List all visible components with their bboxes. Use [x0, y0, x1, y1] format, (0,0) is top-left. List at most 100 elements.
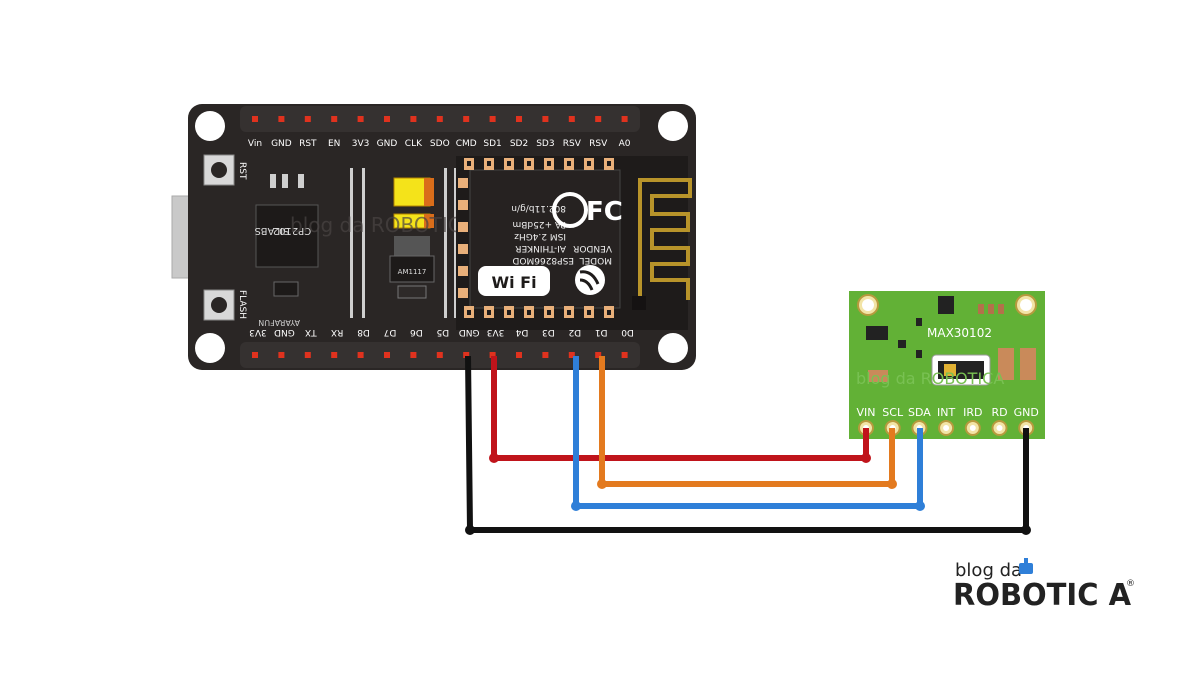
- esp-wifi-std: 802.11b/g/n: [511, 203, 566, 213]
- sensor-cap: [1020, 348, 1036, 380]
- mount-hole-br: [658, 333, 688, 363]
- regulator-tab: [394, 236, 430, 256]
- regulator-label: AM1117: [398, 268, 427, 276]
- sensor-ic: [938, 296, 954, 314]
- top-pin-label: 3V3: [352, 139, 370, 149]
- bottom-pin: [621, 352, 628, 358]
- esp-pad-hole: [467, 161, 471, 166]
- esp-pad-hole: [467, 310, 471, 315]
- esp-pads-left: [458, 178, 468, 298]
- esp-pads-top: [464, 158, 614, 170]
- bottom-pin-label: TX: [305, 327, 318, 337]
- esp-pad: [458, 178, 468, 188]
- bottom-pin: [516, 352, 522, 358]
- top-pin-label: EN: [328, 139, 340, 149]
- led: [632, 296, 646, 310]
- mount-hole-tl: [195, 111, 225, 141]
- esp-pad-hole: [527, 310, 531, 315]
- logo-line2: ROBOTIC A: [953, 578, 1132, 613]
- sensor-smd: [988, 304, 994, 314]
- fcc-logo: FC: [552, 192, 623, 228]
- sensor-smd: [866, 326, 888, 340]
- board-watermark: blog da ROBOTICA: [290, 213, 476, 237]
- smd-column: [350, 168, 457, 318]
- top-pin-label: GND: [377, 139, 398, 149]
- top-pin: [489, 116, 496, 122]
- esp-pad-hole: [567, 310, 571, 315]
- esp-model-name: ESP8266MOD: [512, 255, 574, 265]
- sensor-pin-label: INT: [937, 406, 955, 419]
- fcc-logo-text: FC: [586, 197, 623, 227]
- sensor-smd: [916, 350, 922, 358]
- top-pin: [384, 116, 390, 122]
- sensor-smd: [998, 304, 1004, 314]
- bottom-pin: [331, 352, 338, 358]
- rst-label: RST: [237, 162, 247, 180]
- sensor-pin-hole: [996, 425, 1003, 431]
- bottom-pin-label: 3V3: [249, 327, 267, 337]
- top-pin: [304, 116, 311, 122]
- wifi-logo-text: Wi Fi: [491, 273, 536, 292]
- esp-pad-hole: [607, 310, 611, 315]
- sensor-mount-hole-l-inner: [862, 299, 874, 311]
- bottom-pin: [463, 352, 470, 358]
- bottom-pin-label: GND: [459, 327, 480, 337]
- esp-pad: [458, 222, 468, 232]
- esp-pa: PA +25dBm: [512, 219, 566, 229]
- bottom-pin-label: D3: [542, 327, 555, 337]
- top-pin-label: SD1: [483, 139, 501, 149]
- bottom-pin: [436, 352, 443, 358]
- esp8266-module: MODEL ESP8266MOD VENDOR AI-THINKER ISM 2…: [456, 156, 692, 330]
- bottom-pin-label: 3V3: [487, 327, 505, 337]
- top-pin-label: CLK: [405, 139, 423, 149]
- sensor-cap: [868, 370, 888, 382]
- flash-label: FLASH: [237, 290, 247, 319]
- bottom-pin-label: D4: [515, 327, 528, 337]
- tantalum-cap-band: [424, 214, 434, 228]
- regulator-pin: [397, 285, 427, 299]
- esp-pad-hole: [587, 310, 591, 315]
- bottom-pin: [304, 352, 311, 358]
- tantalum-cap-band: [424, 178, 434, 206]
- esp-pad-hole: [567, 161, 571, 166]
- bottom-pin: [489, 352, 496, 358]
- logo-line1: blog da: [955, 560, 1022, 581]
- esp-vendor-name: AI-THINKER: [515, 243, 566, 253]
- bottom-pin-label: RX: [331, 327, 343, 337]
- usb-chip-line1: SILABS: [255, 225, 290, 236]
- antenna-trace: [638, 178, 692, 300]
- esp-pad-hole: [507, 310, 511, 315]
- bottom-pin: [410, 352, 417, 358]
- bottom-pin: [384, 352, 390, 358]
- top-pin: [357, 116, 364, 122]
- bottom-pin: [357, 352, 364, 358]
- esp-module-text: MODEL ESP8266MOD VENDOR AI-THINKER ISM 2…: [511, 203, 612, 265]
- top-pin-label: SD3: [536, 139, 554, 149]
- rst-button-cap: [211, 162, 227, 178]
- sensor-led: [944, 364, 956, 376]
- sensor-smd: [916, 318, 922, 326]
- sensor-cap: [998, 348, 1014, 380]
- espressif-logo-mark: [579, 270, 600, 291]
- bottom-pin-label: D0: [621, 327, 634, 337]
- top-pin: [621, 116, 628, 122]
- esp-pad: [458, 200, 468, 210]
- top-pin: [252, 116, 258, 122]
- top-pin: [410, 116, 417, 122]
- bottom-pin-label: D6: [410, 327, 423, 337]
- usb-chip: [255, 204, 319, 268]
- bottom-pin: [568, 352, 575, 358]
- top-pin: [516, 116, 522, 122]
- bottom-pin-label: GND: [274, 327, 295, 337]
- logo-robot-icon: [1019, 563, 1033, 574]
- esp-pad-hole: [527, 161, 531, 166]
- blog-logo: blog da ROBOTIC A ®: [953, 558, 1135, 613]
- esp-model: MODEL: [580, 255, 612, 265]
- top-pin-label: RST: [299, 139, 317, 149]
- sensor-pin-hole: [969, 425, 976, 431]
- esp-pad-hole: [607, 161, 611, 166]
